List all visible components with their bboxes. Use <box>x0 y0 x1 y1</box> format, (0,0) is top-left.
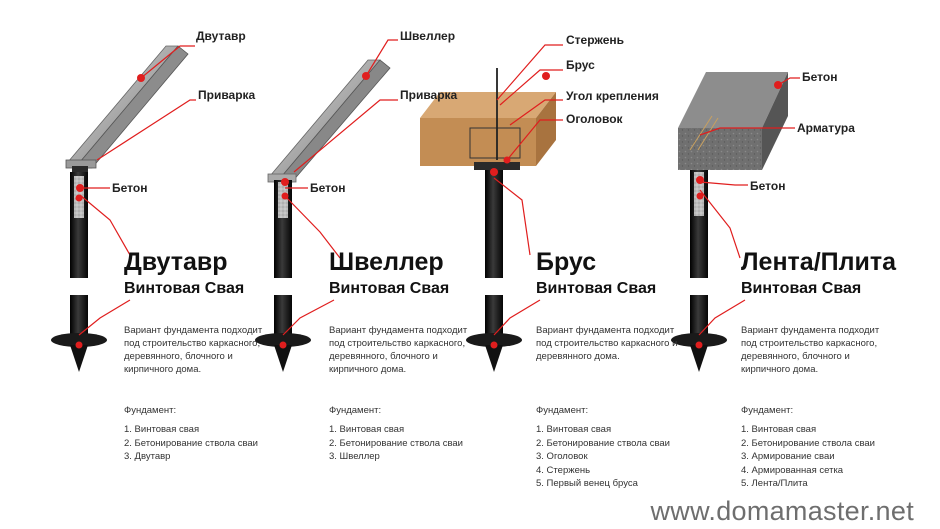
screw-pile-tip-icon <box>466 295 522 372</box>
foundation-step: 4. Армированная сетка <box>741 464 844 476</box>
foundation-step: 5. Первый венец бруса <box>536 478 638 489</box>
foundation-step: 1. Винтовая свая <box>329 424 405 435</box>
column-subtitle: Винтовая Свая <box>741 280 862 297</box>
foundation-steps: 1. Винтовая свая 2. Бетонирование ствола… <box>741 423 875 491</box>
screw-pile-icon <box>485 170 503 278</box>
callout-beton-2: Бетон <box>310 181 346 195</box>
foundation-heading: Фундамент: <box>124 405 177 416</box>
concrete-slab-icon <box>678 72 788 170</box>
foundation-step: 3. Швеллер <box>329 451 380 462</box>
foundation-step: 4. Стержень <box>536 464 591 476</box>
callout-beton-4a: Бетон <box>802 70 838 84</box>
screw-pile-icon <box>274 180 292 278</box>
foundation-step: 2. Бетонирование ствола сваи <box>536 437 670 449</box>
screw-pile-tip-icon <box>671 295 727 372</box>
screw-pile-tip-icon <box>51 295 107 372</box>
callout-privarka-1: Приварка <box>198 88 256 102</box>
i-beam-icon <box>65 45 189 174</box>
markers <box>75 72 782 349</box>
foundation-step: 3. Двутавр <box>124 451 171 462</box>
foundation-step: 2. Бетонирование ствола сваи <box>124 437 258 449</box>
callout-privarka-2: Приварка <box>400 88 458 102</box>
foundation-step: 2. Бетонирование ствола сваи <box>741 437 875 449</box>
callout-armatura: Арматура <box>797 121 855 135</box>
screw-pile-icon <box>690 170 708 278</box>
callout-brus: Брус <box>566 58 595 72</box>
column-description: Вариант фундамента подходит под строител… <box>124 325 263 375</box>
callout-beton-1: Бетон <box>112 181 148 195</box>
column-title: Швеллер <box>329 248 444 276</box>
foundation-step: 1. Винтовая свая <box>124 424 200 435</box>
callout-beton-4b: Бетон <box>750 179 786 193</box>
column-subtitle: Винтовая Свая <box>329 280 450 297</box>
callout-shveller: Швеллер <box>400 29 456 43</box>
channel-beam-icon <box>267 59 391 183</box>
foundation-step: 1. Винтовая свая <box>536 424 612 435</box>
foundation-steps: 1. Винтовая свая 2. Бетонирование ствола… <box>536 423 670 491</box>
foundation-steps: 1. Винтовая свая 2. Бетонирование ствола… <box>329 423 463 464</box>
foundation-step: 3. Оголовок <box>536 451 588 462</box>
callout-sterzhen: Стержень <box>566 33 625 47</box>
foundation-step: 2. Бетонирование ствола сваи <box>329 437 463 449</box>
leader-lines <box>78 39 800 336</box>
column-description: Вариант фундамента подходит под строител… <box>741 325 880 375</box>
column-title: Лента/Плита <box>741 248 897 276</box>
foundation-heading: Фундамент: <box>329 405 382 416</box>
column-description: Вариант фундамента подходит под строител… <box>329 325 468 375</box>
foundation-step: 3. Армирование сваи <box>741 451 835 462</box>
screw-pile-tip-icon <box>255 295 311 372</box>
foundation-heading: Фундамент: <box>536 405 589 416</box>
timber-beam-icon <box>420 68 556 170</box>
watermark: www.domamaster.net <box>650 496 914 526</box>
foundation-step: 5. Лента/Плита <box>741 478 808 489</box>
column-title: Брус <box>536 248 597 276</box>
foundation-step: 1. Винтовая свая <box>741 424 817 435</box>
callout-dvutavr: Двутавр <box>196 29 246 43</box>
column-title: Двутавр <box>124 248 228 276</box>
callout-ogolovok: Оголовок <box>566 112 623 126</box>
column-subtitle: Винтовая Свая <box>536 280 657 297</box>
callout-ugol: Угол крепления <box>566 89 659 103</box>
column-subtitle: Винтовая Свая <box>124 280 245 297</box>
foundation-steps: 1. Винтовая свая 2. Бетонирование ствола… <box>124 423 258 464</box>
foundation-heading: Фундамент: <box>741 405 794 416</box>
column-description: Вариант фундамента подходит под строител… <box>536 325 678 362</box>
